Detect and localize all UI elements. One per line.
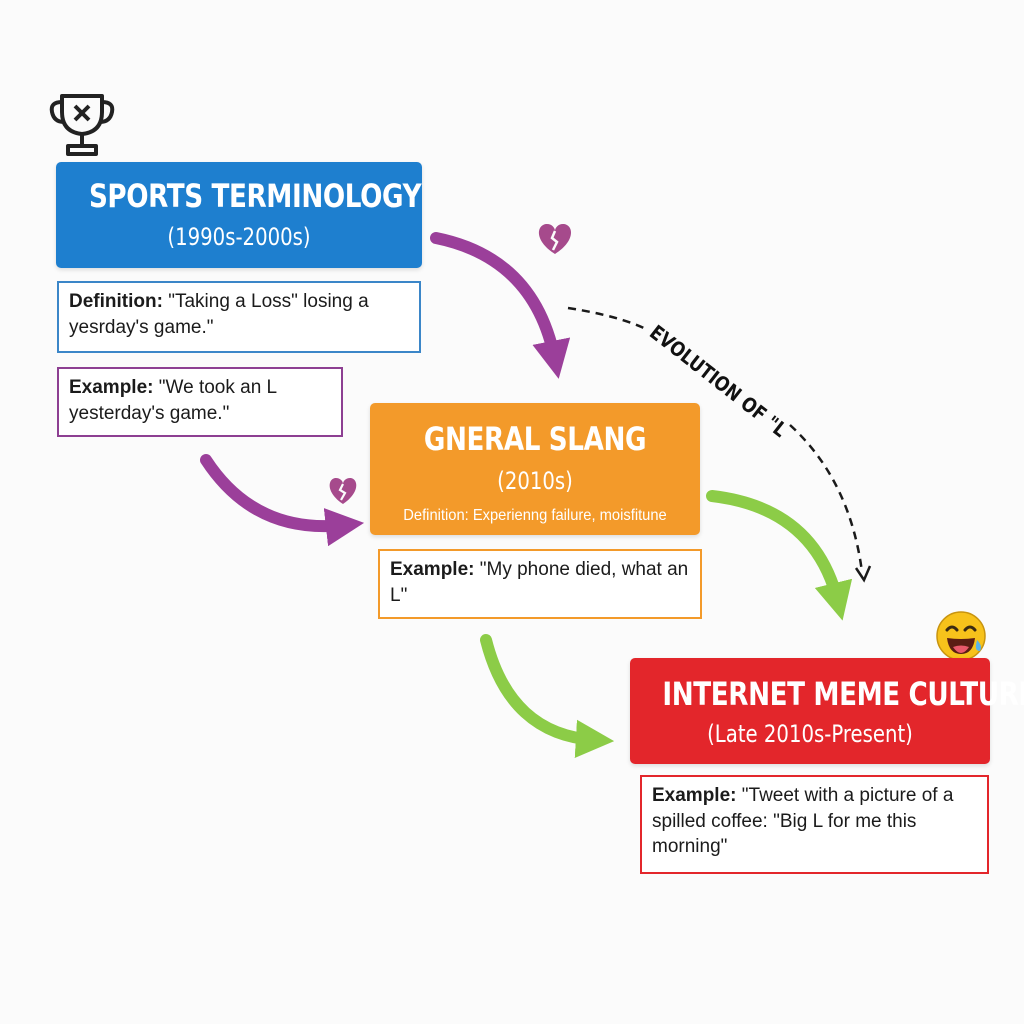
slang-definition: Definition: Experienng failure, moisfitu… xyxy=(403,507,667,524)
stage-title: INTERNET MEME CULTURE xyxy=(662,675,1024,713)
example-text: "We took an L yesterday's game." xyxy=(69,377,277,424)
stage-title: GNERAL SLANG xyxy=(423,420,647,458)
definition-text: "Taking a Loss" losing a yesrday's game.… xyxy=(69,291,369,338)
sports-example-box: Example: "We took an L yesterday's game.… xyxy=(57,367,343,437)
example-text: "My phone died, what an L" xyxy=(390,559,689,606)
trophy-icon xyxy=(49,94,115,156)
stage-title: SPORTS TERMINOLOGY xyxy=(88,177,422,215)
broken-heart-icon xyxy=(538,224,572,254)
evolution-dashed-arrowhead xyxy=(854,565,872,583)
internet-meme-culture-box: INTERNET MEME CULTURE (Late 2010s-Presen… xyxy=(630,658,1024,764)
purple-arrow-1 xyxy=(430,232,571,379)
laughing-emoji-icon xyxy=(936,611,986,661)
sports-terminology-box: SPORTS TERMINOLOGY (1990s-2000s) xyxy=(56,162,422,268)
stage-period: (2010s) xyxy=(497,467,573,495)
meme-example-box: Example: "Tweet with a picture of a spil… xyxy=(640,775,989,874)
example-label: Example: xyxy=(390,559,475,580)
example-label: Example: xyxy=(69,377,154,398)
sports-definition-box: Definition: "Taking a Loss" losing a yes… xyxy=(57,281,421,353)
general-slang-box: GNERAL SLANG (2010s) Definition: Experie… xyxy=(370,403,700,535)
broken-heart-icon xyxy=(329,478,357,504)
definition-label: Definition: xyxy=(69,291,163,312)
purple-arrow-2 xyxy=(200,454,365,547)
example-text: "Tweet with a picture of a spilled coffe… xyxy=(652,785,954,858)
slang-example-box: Example: "My phone died, what an L" xyxy=(378,549,702,619)
stage-period: (Late 2010s-Present) xyxy=(707,720,913,748)
green-arrow-2 xyxy=(480,634,615,759)
evolution-dashed-arrow xyxy=(567,306,864,573)
example-label: Example: xyxy=(652,785,737,806)
green-arrow-1 xyxy=(706,490,853,621)
stage-period: (1990s-2000s) xyxy=(167,223,311,251)
